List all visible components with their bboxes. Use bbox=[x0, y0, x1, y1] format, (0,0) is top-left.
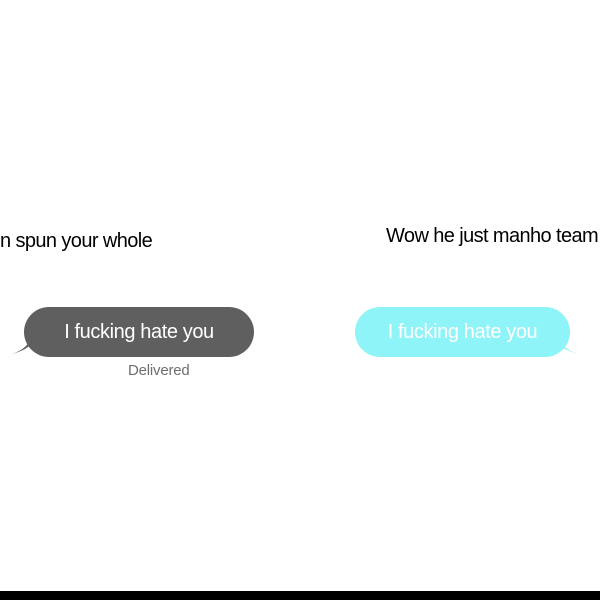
message-text: I fucking hate you bbox=[387, 320, 538, 343]
sent-message-bubble-dark[interactable]: I fucking hate you bbox=[24, 307, 254, 357]
sent-message-bubble-light[interactable]: I fucking hate you bbox=[355, 307, 570, 357]
right-caption: Wow he just manho team bbox=[386, 225, 599, 247]
right-panel: Wow he just manho team bbox=[300, 0, 600, 600]
bubble-tail-icon bbox=[558, 336, 578, 354]
bubble-tail-icon bbox=[12, 336, 32, 354]
left-caption: n spun your whole bbox=[0, 230, 153, 252]
delivered-status: Delivered bbox=[128, 362, 190, 379]
left-panel: n spun your whole I fucking hate you Del… bbox=[0, 230, 254, 379]
message-text: I fucking hate you bbox=[64, 320, 214, 343]
bottom-bar bbox=[0, 591, 600, 600]
